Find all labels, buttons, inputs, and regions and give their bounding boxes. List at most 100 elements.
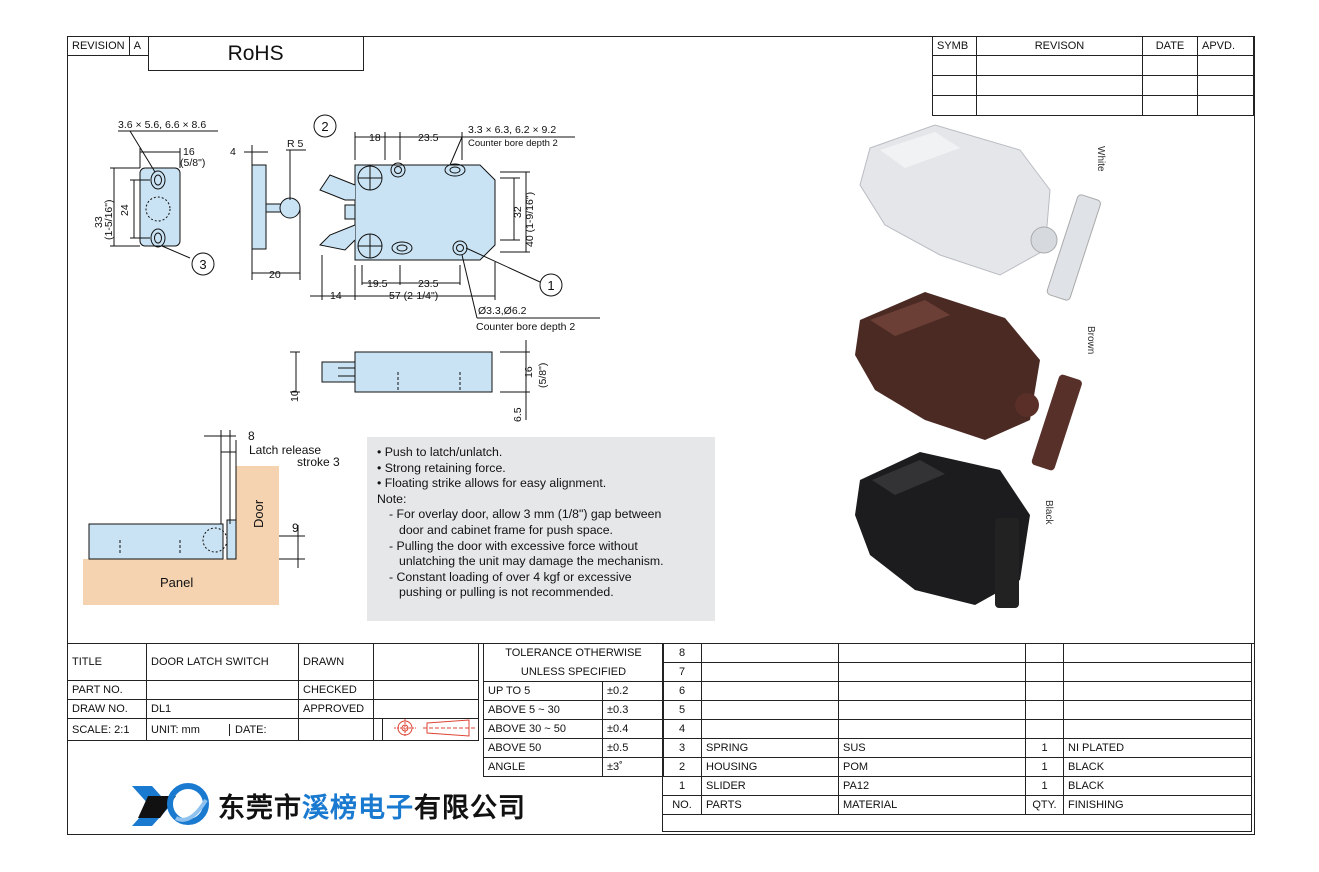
dim-h33-in: (1-5/16") — [103, 200, 115, 241]
dim-h32: 32 — [512, 206, 524, 218]
note-line: • Push to latch/unlatch. — [377, 445, 503, 459]
dim-gap9: 9 — [292, 521, 299, 535]
part-no-label: PART NO. — [67, 680, 147, 700]
bom-no: 5 — [662, 700, 702, 720]
scale-label: SCALE: 2:1 — [67, 718, 147, 741]
dim-top23-5: 23.5 — [418, 132, 439, 144]
draw-no-label: DRAW NO. — [67, 699, 147, 719]
bom-row: 3 SPRING SUS 1 NI PLATED — [662, 738, 1252, 758]
panel-shape — [83, 559, 279, 605]
dim-b19-5: 19.5 — [367, 278, 388, 290]
strike-ball — [279, 197, 301, 219]
dim-w16: 16 — [183, 146, 195, 158]
bom-finish: BLACK — [1063, 757, 1252, 777]
note-line: • Floating strike allows for easy alignm… — [377, 476, 607, 491]
bom-no: 3 — [662, 738, 702, 758]
note-line: door and cabinet frame for push space. — [399, 522, 613, 537]
drawn-label: DRAWN — [298, 643, 374, 681]
bom-part: SPRING — [701, 738, 839, 758]
photo-label-brown: Brown — [1085, 326, 1096, 355]
date-label: DATE: — [235, 723, 267, 736]
svg-text:2: 2 — [321, 119, 328, 134]
bom-row: 1 SLIDER PA12 1 BLACK — [662, 776, 1252, 796]
dim-hole-a: 3.6 × 5.6, 6.6 × 8.6 — [118, 119, 206, 131]
title-block: TITLE DOOR LATCH SWITCH DRAWN PART NO. C… — [67, 643, 479, 741]
tolerance-range: ABOVE 5 ~ 30 — [483, 700, 603, 720]
latch-installed — [88, 523, 224, 560]
bom-qty: 1 — [1025, 776, 1064, 796]
dim-top18: 18 — [369, 132, 381, 144]
draw-no-value: DL1 — [146, 699, 299, 719]
dim-side-6-5: 6.5 — [512, 407, 524, 422]
strike-plate-front — [139, 167, 181, 247]
note-line: - Constant loading of over 4 kgf or exce… — [389, 569, 632, 584]
bom-part: HOUSING — [701, 757, 839, 777]
revision-table: SYMB REVISON DATE APVD. — [932, 36, 1254, 116]
bom-qty: 1 — [1025, 757, 1064, 777]
company-logo-icon — [132, 783, 209, 826]
bom-header-row: NO. PARTS MATERIAL QTY. FINISHING — [662, 795, 1252, 815]
bom-no: 4 — [662, 719, 702, 739]
note-line: - For overlay door, allow 3 mm (1/8") ga… — [389, 507, 662, 522]
dim-side-h10: 10 — [289, 390, 301, 402]
approved-label: APPROVED — [298, 699, 374, 719]
bom-header-qty: QTY. — [1025, 795, 1064, 815]
callout-1 — [539, 273, 563, 297]
bom-header-no: NO. — [662, 795, 702, 815]
notes-box: • Push to latch/unlatch. • Strong retain… — [367, 437, 715, 621]
photo-brown-latch — [855, 292, 1082, 471]
bom-no: 6 — [662, 681, 702, 701]
bom-no: 7 — [662, 662, 702, 682]
tolerance-table: TOLERANCE OTHERWISE UNLESS SPECIFIED UP … — [483, 643, 664, 777]
dim-b57: 57 (2-1/4") — [389, 290, 438, 302]
bom-material: PA12 — [838, 776, 1026, 796]
projection-symbol — [382, 718, 479, 741]
dim-inst-8: 8 — [248, 429, 255, 443]
strike-hole-top — [150, 170, 166, 190]
dim-h33: 33 — [93, 216, 105, 228]
photo-white-latch — [859, 124, 1101, 301]
strike-plate-side — [251, 164, 267, 250]
bom-part: SLIDER — [701, 776, 839, 796]
latch-jaw-bottom — [318, 224, 356, 251]
bom-material: POM — [838, 757, 1026, 777]
callout-3 — [191, 252, 215, 276]
door-label: Door — [251, 499, 266, 528]
company-name-part1: 东莞市 — [218, 793, 302, 824]
door-shape — [236, 466, 279, 559]
latch-jaw-top — [319, 174, 356, 201]
dim-dia: Ø3.3,Ø6.2 — [478, 305, 527, 317]
company-name-part3: 有限公司 — [414, 793, 526, 824]
dim-w16-in: (5/8") — [180, 157, 205, 169]
bom-table: 8 7 6 5 4 3 SPRING SUS 1 NI PLATED 2 HOU… — [662, 643, 1252, 832]
dim-cb-depth-top: Counter bore depth 2 — [468, 138, 558, 149]
revision-label: REVISION — [67, 36, 130, 56]
note-line: unlatching the unit may damage the mecha… — [399, 554, 664, 569]
bom-row: 2 HOUSING POM 1 BLACK — [662, 757, 1252, 777]
panel-label: Panel — [160, 575, 193, 590]
tolerance-value: ±0.4 — [602, 719, 664, 739]
dim-side-16-in: (5/8") — [537, 363, 549, 388]
company-name-part2: 溪榜电子 — [302, 793, 414, 824]
checked-label: CHECKED — [298, 680, 374, 700]
title-value: DOOR LATCH SWITCH — [146, 643, 299, 681]
bom-no: 8 — [662, 643, 702, 663]
tolerance-value: ±0.5 — [602, 738, 664, 758]
drawing-frame — [67, 36, 1255, 835]
note-line: pushing or pulling is not recommended. — [399, 585, 614, 600]
tolerance-header-1: TOLERANCE OTHERWISE — [483, 643, 664, 663]
bom-qty: 1 — [1025, 738, 1064, 758]
dim-r5: R 5 — [287, 138, 304, 150]
svg-text:1: 1 — [547, 278, 554, 293]
dim-h40: 40 (1-9/16") — [524, 192, 536, 247]
tolerance-range: ABOVE 50 — [483, 738, 603, 758]
tolerance-range: UP TO 5 — [483, 681, 603, 701]
latch-release-label: Latch release — [249, 443, 321, 457]
svg-text:3: 3 — [199, 257, 206, 272]
dim-side20: 20 — [269, 269, 281, 281]
bom-header-finish: FINISHING — [1063, 795, 1252, 815]
dim-cb-depth-bottom: Counter bore depth 2 — [476, 321, 575, 333]
bom-finish: NI PLATED — [1063, 738, 1252, 758]
dim-side-16: 16 — [523, 366, 535, 378]
